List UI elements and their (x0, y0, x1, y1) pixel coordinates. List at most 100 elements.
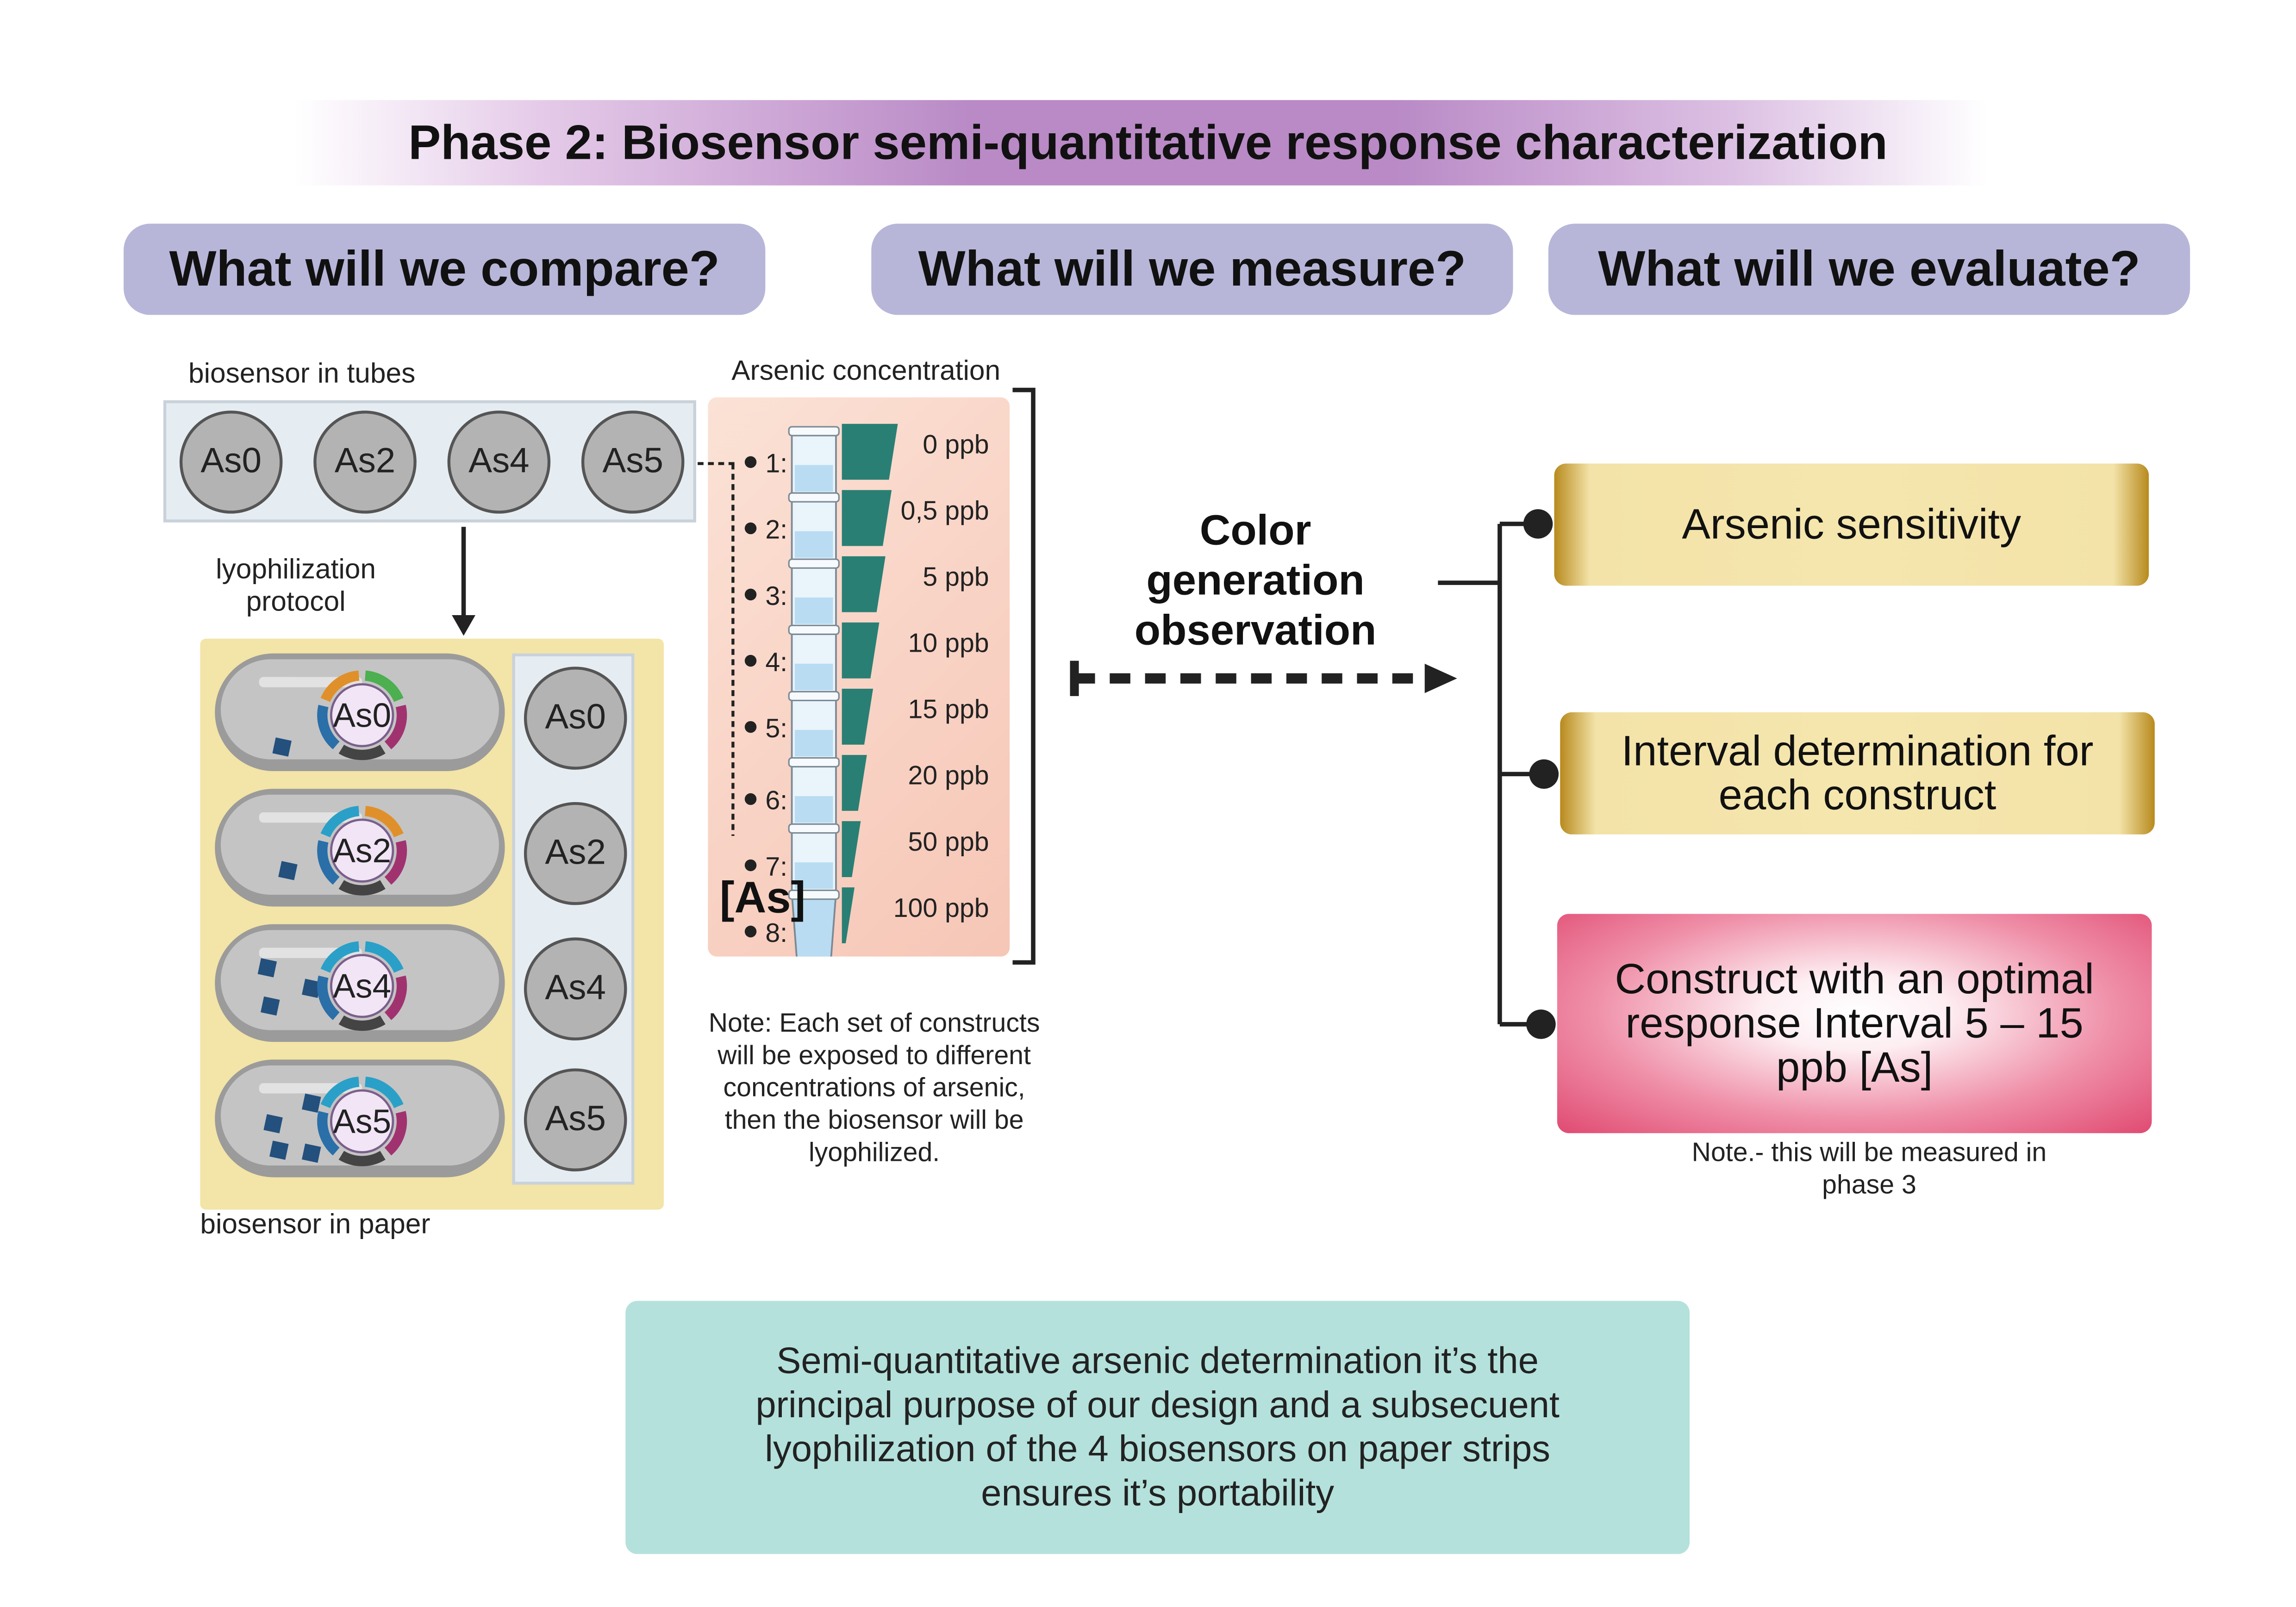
lyophilization-label: lyophilization protocol (188, 555, 403, 620)
strip-label: As0 (333, 697, 391, 735)
eval-line: Construct with an optimal (1615, 956, 2094, 1003)
tube-marker-dot (744, 522, 757, 535)
strip-label: As5 (333, 1103, 391, 1140)
paper-label: biosensor in paper (200, 1209, 430, 1241)
tube-circle: As4 (447, 411, 551, 514)
summary-line: principal purpose of our design and a su… (755, 1384, 1560, 1426)
tubes-label: biosensor in tubes (188, 359, 416, 390)
note-line: concentrations of arsenic, (723, 1072, 1025, 1102)
concentration-label: 100 ppb (893, 893, 989, 923)
tube-number: 8: (765, 918, 787, 948)
eval-line: Arsenic sensitivity (1682, 501, 2021, 548)
summary-box: Semi-quantitative arsenic determination … (625, 1301, 1690, 1554)
eval-line: ppb [As] (1776, 1044, 1933, 1091)
concentration-bar (842, 424, 898, 480)
eval-line: each construct (1718, 772, 1997, 819)
tube-marker-dot (744, 721, 757, 733)
concentration-bar (842, 755, 867, 811)
tube-number: 7: (765, 852, 787, 882)
tube-marker-dot (744, 456, 757, 468)
paper-circle: As5 (524, 1068, 627, 1171)
concentration-bar (842, 821, 861, 877)
tube-number: 2: (765, 515, 787, 545)
note-line: Note.- this will be measured in (1691, 1137, 2047, 1167)
strip-label: As2 (333, 832, 391, 870)
tube-segment (788, 426, 840, 496)
eval-line: Interval determination for (1621, 728, 2094, 775)
concentration-bar (842, 689, 873, 745)
tube-circle: As0 (179, 411, 283, 514)
tube-segment (788, 624, 840, 694)
note-line: then the biosensor will be (724, 1105, 1024, 1135)
dashed-arrow-icon (1070, 660, 1457, 696)
tube-marker-dot (744, 793, 757, 805)
tube-number: 5: (765, 714, 787, 743)
tube-circle: As5 (581, 411, 685, 514)
concentration-label: 10 ppb (908, 628, 989, 658)
tube-marker-dot (744, 925, 757, 938)
compare-header: What will we compare? (124, 224, 766, 315)
note-line: phase 3 (1822, 1170, 1916, 1200)
tube-link-connector (698, 462, 739, 836)
eval-item-sensitivity: Arsenic sensitivity (1554, 463, 2149, 586)
concentration-bar (842, 490, 892, 546)
lyophilization-label-line: lyophilization (216, 554, 376, 586)
note-line: will be exposed to different (718, 1040, 1031, 1070)
title-band (294, 100, 1987, 186)
eval-item-optimal: Construct with an optimal response Inter… (1557, 914, 2152, 1134)
summary-line: lyophilization of the 4 biosensors on pa… (765, 1429, 1551, 1470)
paper-strip: As0 (215, 653, 505, 772)
tube-number: 1: (765, 449, 787, 479)
concentration-label: 0 ppb (923, 430, 989, 460)
paper-strip: As5 (215, 1059, 505, 1177)
tube-marker-dot (744, 588, 757, 601)
observation-line: Color (1199, 507, 1311, 555)
concentration-bar (842, 622, 880, 679)
evaluate-header: What will we evaluate? (1548, 224, 2190, 315)
concentration-label: 5 ppb (923, 562, 989, 592)
observation-line: observation (1134, 608, 1377, 655)
tube-segment (788, 492, 840, 562)
tube-segment (788, 823, 840, 893)
strip-label: As4 (333, 968, 391, 1005)
tube-number: 4: (765, 648, 787, 677)
tube-segment (788, 691, 840, 760)
concentration-bar (842, 556, 886, 612)
measure-note: Note: Each set of constructs will be exp… (680, 1007, 1068, 1169)
concentration-header: Arsenic concentration (731, 356, 1001, 387)
lyophilization-label-line: protocol (246, 587, 346, 618)
summary-line: ensures it’s portability (981, 1473, 1335, 1514)
observation-label: Color generation observation (1118, 506, 1392, 656)
eval-item-interval: Interval determination for each construc… (1560, 712, 2155, 835)
evaluate-note: Note.- this will be measured in phase 3 (1648, 1136, 2090, 1201)
page-title: Phase 2: Biosensor semi-quantitative res… (408, 115, 1888, 169)
paper-circle: As2 (524, 802, 627, 905)
tube-circle: As2 (313, 411, 417, 514)
bracket (1012, 387, 1036, 965)
concentration-label: 20 ppb (908, 760, 989, 791)
paper-strip: As4 (215, 924, 505, 1042)
evaluation-tree-connector (1438, 509, 1559, 1039)
paper-strip: As2 (215, 789, 505, 907)
tube-marker-dot (744, 654, 757, 667)
concentration-bar (842, 887, 855, 944)
tube-number: 6: (765, 786, 787, 816)
concentration-label: 50 ppb (908, 827, 989, 857)
concentration-label: 0,5 ppb (900, 496, 989, 526)
paper-circle: As0 (524, 666, 627, 770)
tube-segment (788, 757, 840, 827)
summary-line: Semi-quantitative arsenic determination … (776, 1340, 1539, 1382)
as-label: [As] (719, 874, 806, 923)
concentration-label: 15 ppb (908, 694, 989, 724)
note-line: lyophilized. (809, 1137, 940, 1167)
tube-marker-dot (744, 859, 757, 872)
tube-number: 3: (765, 581, 787, 611)
paper-circle: As4 (524, 937, 627, 1040)
measure-header: What will we measure? (871, 224, 1513, 315)
note-line: Note: Each set of constructs (708, 1008, 1040, 1038)
tube-segment (788, 558, 840, 628)
eval-line: response Interval 5 – 15 (1625, 1000, 2084, 1047)
observation-line: generation (1146, 558, 1365, 605)
eppendorf-tube-series: 1: 2: 3: 4: 5: 6: 7: 8: (744, 424, 898, 957)
